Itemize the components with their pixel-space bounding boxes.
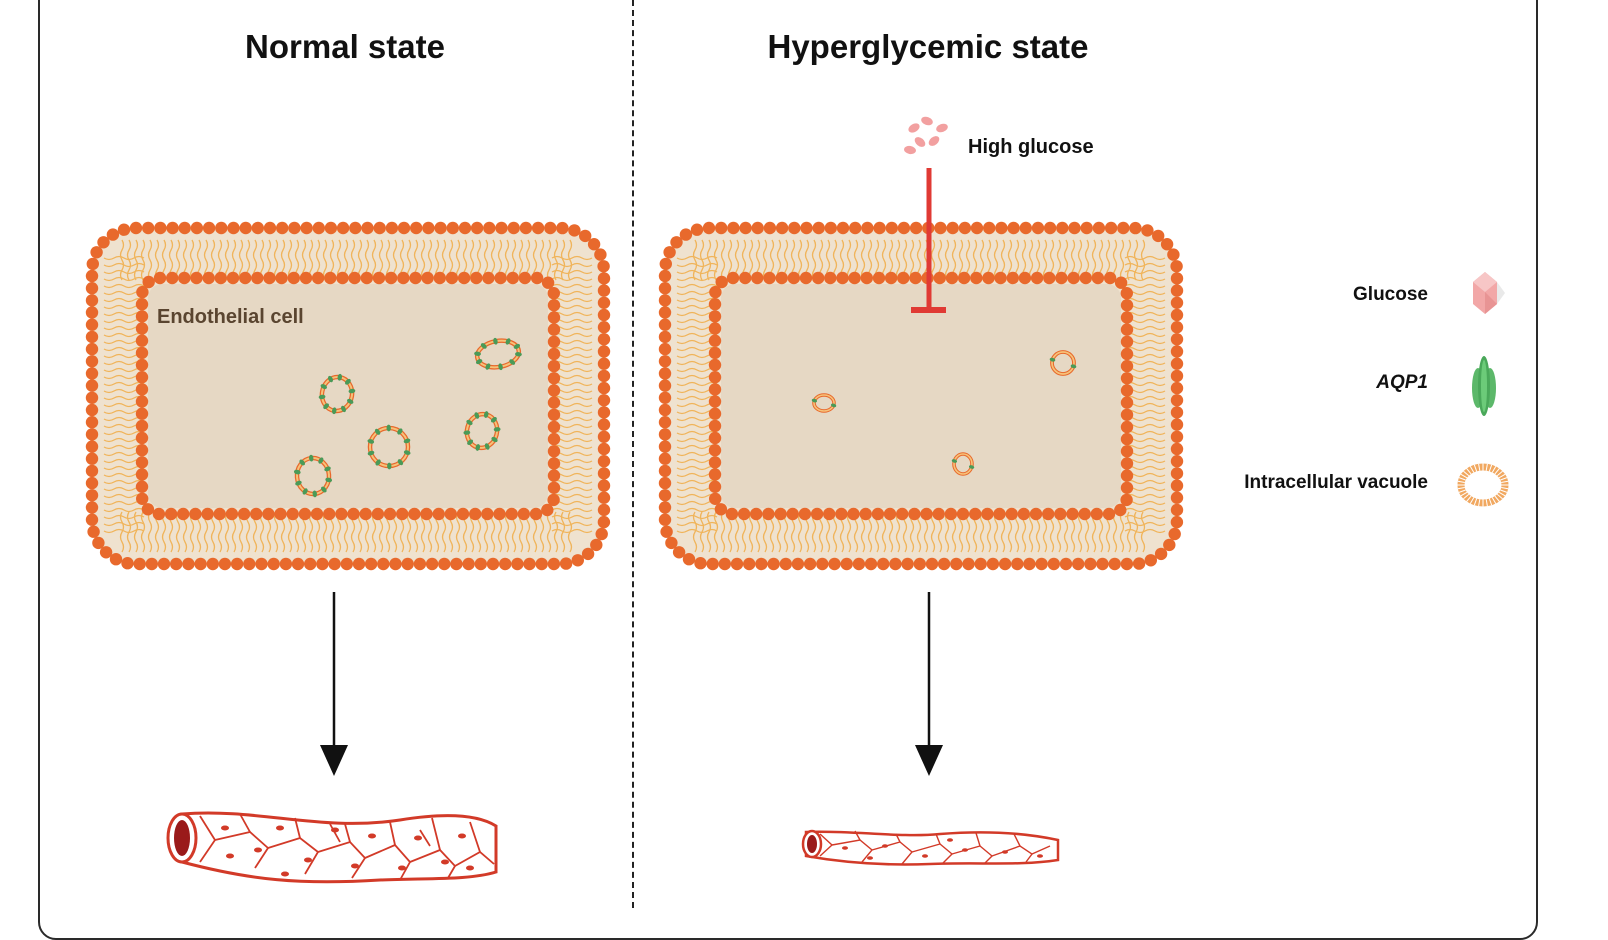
endothelial-cell-label: Endothelial cell: [157, 306, 304, 328]
hyperglycemic-down-arrow: [915, 592, 943, 776]
panel-divider: [632, 0, 634, 908]
glucose-crystal-icon: [1473, 272, 1505, 314]
figure: Normal state Hyperglycemic state: [38, 0, 1538, 940]
hyperglycemic-state-title: Hyperglycemic state: [767, 28, 1089, 65]
legend-aqp1-label: AQP1: [1376, 372, 1428, 393]
legend-glucose-label: Glucose: [1353, 284, 1428, 305]
high-glucose-label: High glucose: [968, 136, 1094, 158]
inhibition-arrow: [911, 168, 946, 313]
vacuole-ring-icon: [1457, 463, 1509, 507]
hyperglycemic-vacuoles: [811, 350, 1077, 476]
normal-state-title: Normal state: [245, 28, 445, 65]
normal-down-arrow: [320, 592, 348, 776]
high-glucose-icon: [904, 116, 948, 155]
hyperglycemic-endothelial-cell: [658, 221, 1184, 571]
hyperglycemic-blood-vessel: [801, 829, 1060, 866]
normal-blood-vessel: [166, 811, 498, 884]
aqp1-channel-icon: [1472, 356, 1496, 416]
normal-vacuoles: [293, 337, 522, 498]
normal-endothelial-cell: [85, 221, 611, 571]
diagram-canvas: [85, 116, 1509, 884]
legend-vacuole-label: Intracellular vacuole: [1244, 472, 1428, 493]
